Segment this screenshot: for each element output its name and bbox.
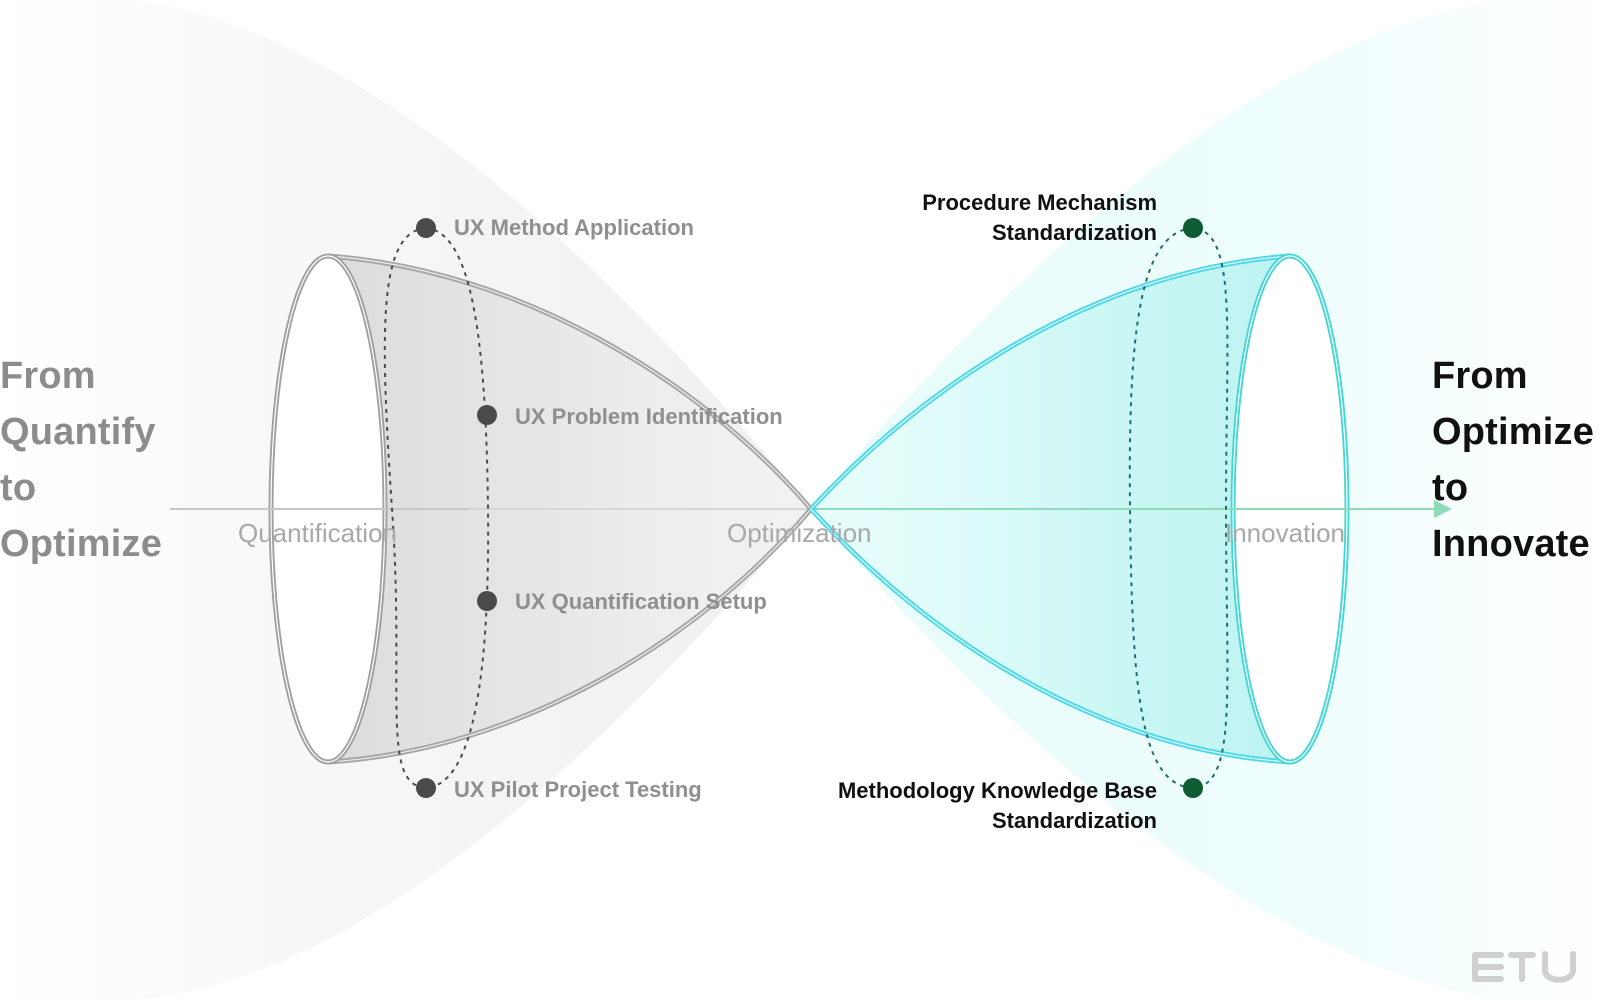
- left-heading-line: From: [0, 355, 96, 397]
- left-dotted-ring: [383, 226, 490, 790]
- left-heading: From Quantify to Optimize: [0, 348, 162, 572]
- step-label-line: Procedure Mechanism: [922, 190, 1157, 215]
- step-label-line: Standardization: [991, 808, 1157, 833]
- step-label-procedure-mechanism: Procedure Mechanism Standardization: [922, 188, 1157, 248]
- right-heading-line: Innovate: [1432, 523, 1590, 565]
- step-label-quantification-setup: UX Quantification Setup: [515, 589, 767, 614]
- right-heading: From Optimize to Innovate: [1432, 348, 1594, 572]
- step-dot: [1183, 218, 1203, 238]
- step-label-problem-identification: UX Problem Identification: [515, 404, 783, 429]
- stage-label-innovation: Innovation: [1225, 518, 1345, 548]
- stage-label-quantification: Quantification: [238, 518, 397, 548]
- left-heading-line: Optimize: [0, 523, 163, 565]
- arrow-head-icon: [1434, 500, 1452, 518]
- step-dot: [416, 778, 436, 798]
- right-cone-edges: [809, 253, 1291, 765]
- stage-label-optimization: Optimization: [727, 518, 872, 548]
- left-cone-edges: [327, 253, 813, 765]
- etu-logo: [1472, 951, 1576, 983]
- left-heading-line: to: [0, 467, 37, 509]
- step-dot: [477, 591, 497, 611]
- step-dot: [416, 218, 436, 238]
- step-dot: [1183, 778, 1203, 798]
- right-heading-line: From: [1432, 355, 1528, 397]
- right-heading-line: Optimize: [1432, 411, 1595, 453]
- step-label-pilot-project-testing: UX Pilot Project Testing: [454, 777, 702, 802]
- step-label-knowledge-base: Methodology Knowledge Base Standardizati…: [838, 776, 1157, 836]
- step-dot: [477, 405, 497, 425]
- step-label-method-application: UX Method Application: [454, 215, 694, 240]
- left-heading-line: Quantify: [0, 411, 156, 453]
- step-label-line: Methodology Knowledge Base: [837, 778, 1157, 803]
- step-label-line: Standardization: [991, 220, 1157, 245]
- right-heading-line: to: [1432, 467, 1469, 509]
